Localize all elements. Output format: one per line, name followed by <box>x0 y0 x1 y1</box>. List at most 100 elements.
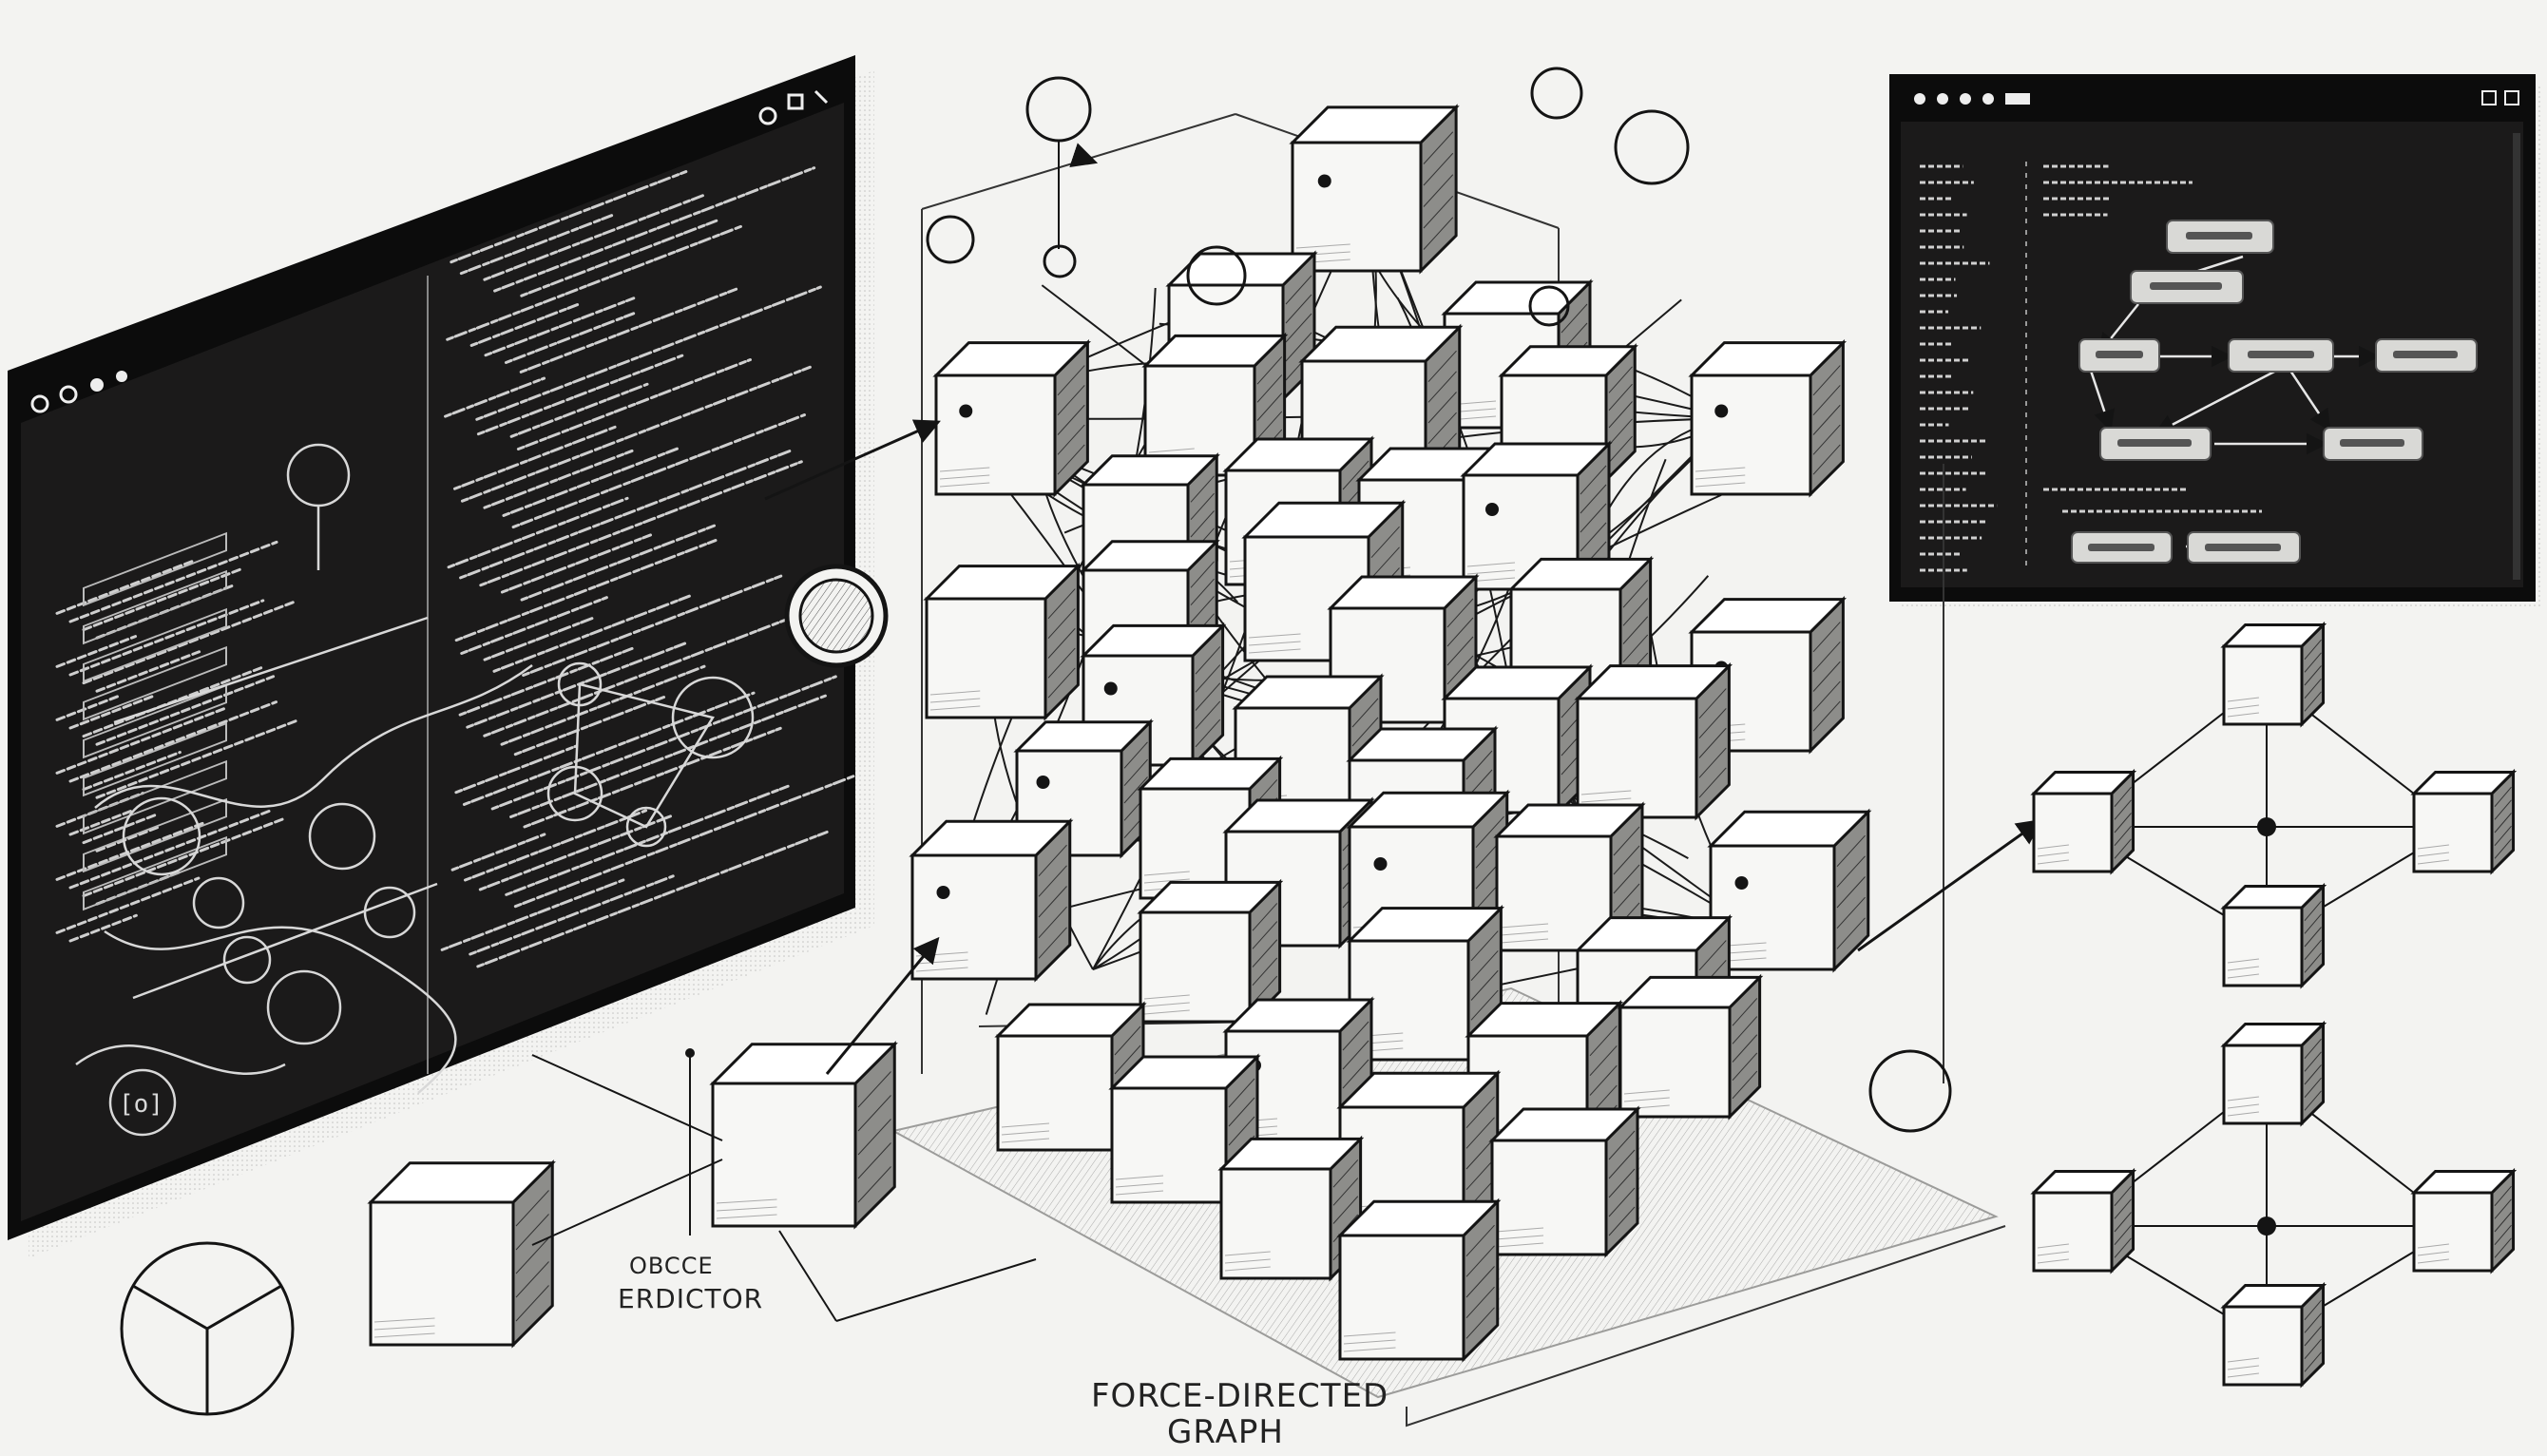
code-line <box>466 642 687 729</box>
window-dots-icon <box>1914 93 2030 105</box>
cube-node <box>1688 339 1847 498</box>
code-line <box>509 694 827 819</box>
code-line <box>447 496 629 569</box>
cube-node <box>1707 808 1872 973</box>
code-line <box>68 599 265 677</box>
main-label-line2: GRAPH <box>1167 1413 1284 1451</box>
window-dots-icon <box>30 371 127 413</box>
code-line <box>82 814 157 845</box>
code-line <box>452 425 617 490</box>
code-line <box>55 560 194 615</box>
code-line <box>68 700 278 783</box>
cube-node <box>932 339 1091 498</box>
code-line <box>500 664 706 746</box>
code-line <box>444 376 546 418</box>
right-code-window <box>1889 74 2541 1083</box>
code-line <box>446 224 742 341</box>
code-line <box>483 193 707 281</box>
code-line <box>479 460 803 587</box>
main-label: FORCE-DIRECTED GRAPH <box>1091 1377 1388 1451</box>
code-line <box>82 751 182 792</box>
code-line <box>454 744 579 795</box>
code-line <box>516 358 752 450</box>
code-line <box>55 695 120 721</box>
code-line <box>476 830 829 968</box>
code-line <box>68 809 272 890</box>
code-line <box>469 874 675 956</box>
code-line <box>502 447 679 517</box>
cube-node <box>1289 104 1460 275</box>
main-label-line1: FORCE-DIRECTED <box>1091 1377 1388 1415</box>
code-line <box>68 913 138 943</box>
code-block <box>83 721 227 797</box>
code-line <box>55 820 208 881</box>
small-label-line1: OBCCE <box>629 1253 714 1279</box>
code-line <box>505 784 790 896</box>
code-line <box>95 826 160 853</box>
cube-node <box>2220 1020 2327 1127</box>
cube-node <box>709 1041 898 1230</box>
code-line <box>68 540 278 623</box>
cube-node <box>2030 768 2137 875</box>
code-line <box>450 833 546 872</box>
code-block <box>83 645 227 721</box>
code-line <box>460 365 812 503</box>
code-line <box>520 524 717 602</box>
code-line <box>484 297 636 357</box>
flag-marker-icon <box>685 1048 695 1236</box>
code-line <box>95 650 201 693</box>
code-line <box>440 878 625 951</box>
code-line <box>483 449 634 509</box>
cube-node <box>1217 1135 1365 1282</box>
code-line <box>478 814 672 891</box>
cube-node <box>2410 1167 2518 1274</box>
code-block <box>83 835 227 911</box>
code-line <box>458 646 634 717</box>
code-block <box>83 759 227 835</box>
code-line <box>475 285 822 421</box>
cube-node <box>367 1159 556 1349</box>
cube-node <box>1574 662 1733 821</box>
isometric-cube-icon <box>120 1241 295 1416</box>
code-block <box>83 531 227 607</box>
code-line <box>483 616 596 661</box>
floating-circles <box>784 67 1952 1133</box>
mini-graph <box>2030 621 2518 989</box>
code-line <box>454 539 718 642</box>
code-block <box>83 607 227 683</box>
code-line <box>460 596 608 655</box>
code-line <box>55 706 229 775</box>
cube-node <box>1336 1197 1502 1363</box>
cube-node <box>1617 973 1764 1121</box>
cube-node <box>2220 1281 2327 1389</box>
small-label: OBCCE ERDICTOR <box>618 1253 763 1314</box>
code-line <box>493 166 816 293</box>
code-line <box>462 691 756 806</box>
cube-node <box>923 563 1082 721</box>
code-line <box>509 382 649 438</box>
cube-node <box>2220 621 2327 728</box>
code-line <box>463 809 648 882</box>
code-line <box>476 354 684 436</box>
code-line <box>523 726 782 829</box>
cube-node <box>2220 882 2327 989</box>
svg-text:[o]: [o] <box>119 1090 163 1119</box>
code-block <box>83 683 227 759</box>
small-label-line2: ERDICTOR <box>618 1283 763 1314</box>
code-line <box>459 214 614 276</box>
window-controls-icon <box>2481 90 2519 105</box>
window-controls-icon <box>758 89 829 125</box>
code-block <box>83 569 227 645</box>
mini-graph <box>2030 1020 2518 1389</box>
left-code-window: [o] <box>8 55 874 1258</box>
code-line <box>68 808 136 836</box>
mini-graph-diagrams <box>2030 621 2518 1389</box>
code-line <box>55 635 138 668</box>
hub-node-icon <box>2257 817 2276 836</box>
arrow-icon <box>764 143 2043 1075</box>
cube-node <box>1137 878 1284 1025</box>
code-line <box>450 170 688 264</box>
cube-node <box>2030 1167 2137 1274</box>
code-line <box>504 312 636 364</box>
